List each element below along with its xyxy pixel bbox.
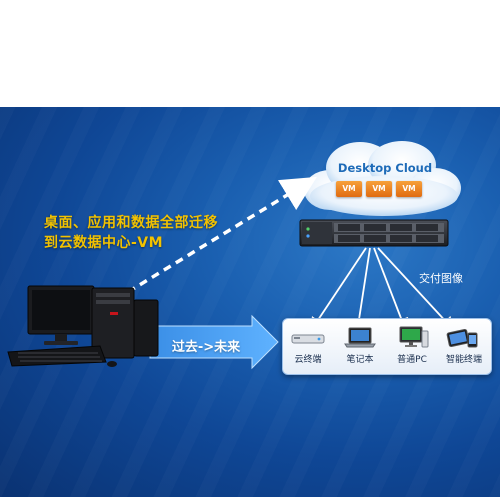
device-thin-client: 云终端 <box>283 325 333 371</box>
desktop-cloud-icon <box>304 141 461 216</box>
migration-dashed-arrow <box>127 176 317 294</box>
thin-client-icon <box>291 334 325 344</box>
cloud-title: Desktop Cloud <box>337 161 433 175</box>
vm-box: VM <box>366 181 392 197</box>
device-label: 智能终端 <box>445 355 482 365</box>
desktop-pc-icon <box>399 326 429 348</box>
past-to-future-arrow <box>149 314 279 370</box>
delivery-lines <box>310 247 455 334</box>
smart-device-icon <box>446 328 478 348</box>
caption-line-1: 桌面、应用和数据全部迁移 <box>44 215 218 231</box>
device-label: 笔记本 <box>346 355 374 365</box>
device-desktop-pc: 普通PC <box>387 325 437 371</box>
server-rack-icon <box>299 219 449 247</box>
laptop-icon <box>344 327 376 348</box>
device-laptop: 笔记本 <box>335 325 385 371</box>
transition-label: 过去->未来 <box>171 340 241 355</box>
device-label: 云终端 <box>294 355 322 365</box>
endpoint-devices-panel: 云终端 笔记本 普通PC 智能终端 <box>282 318 492 375</box>
device-label: 普通PC <box>397 355 427 365</box>
vm-box: VM <box>396 181 422 197</box>
delivery-label: 交付图像 <box>419 272 463 285</box>
device-smart-terminal: 智能终端 <box>439 325 489 371</box>
caption-line-2: 到云数据中心-VM <box>44 235 164 251</box>
vm-box: VM <box>336 181 362 197</box>
legacy-pc-icon <box>7 285 159 367</box>
